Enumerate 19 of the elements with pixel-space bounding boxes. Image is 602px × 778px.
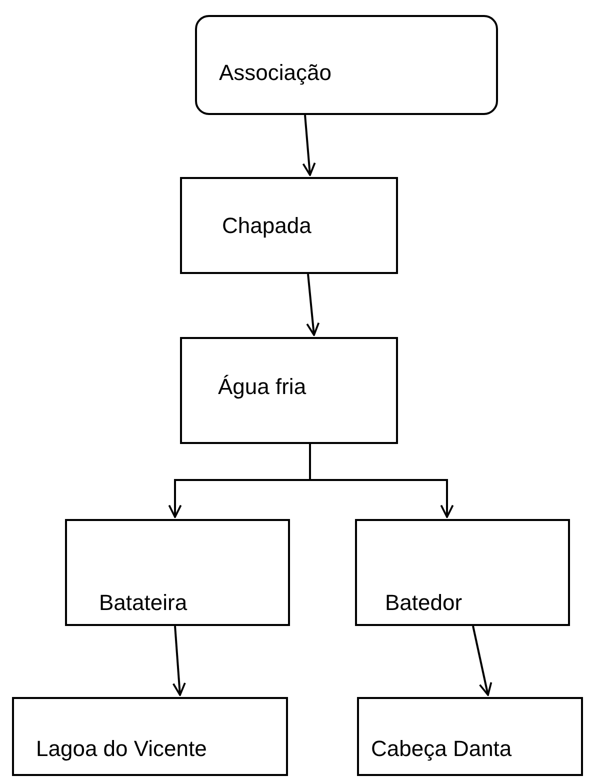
- node-label: Batedor: [385, 590, 462, 616]
- arrow: [302, 114, 316, 176]
- process-box: [65, 519, 290, 626]
- rounded-box: [195, 15, 498, 115]
- node-label: Lagoa do Vicente: [36, 736, 207, 762]
- arrow: [472, 626, 492, 696]
- process-box: [180, 337, 398, 444]
- node-label: Batateira: [99, 590, 188, 616]
- node-label: Cabeça Danta: [371, 736, 512, 762]
- process-box: [180, 177, 398, 274]
- process-box: [12, 697, 288, 776]
- node-label: Associação: [219, 60, 332, 86]
- arrow: [306, 274, 320, 336]
- process-box: [357, 697, 583, 776]
- node-label: Chapada: [222, 212, 312, 238]
- node-label: Água fria: [218, 374, 306, 400]
- process-box: [355, 519, 570, 626]
- arrow: [172, 626, 186, 696]
- arrow: [309, 444, 454, 518]
